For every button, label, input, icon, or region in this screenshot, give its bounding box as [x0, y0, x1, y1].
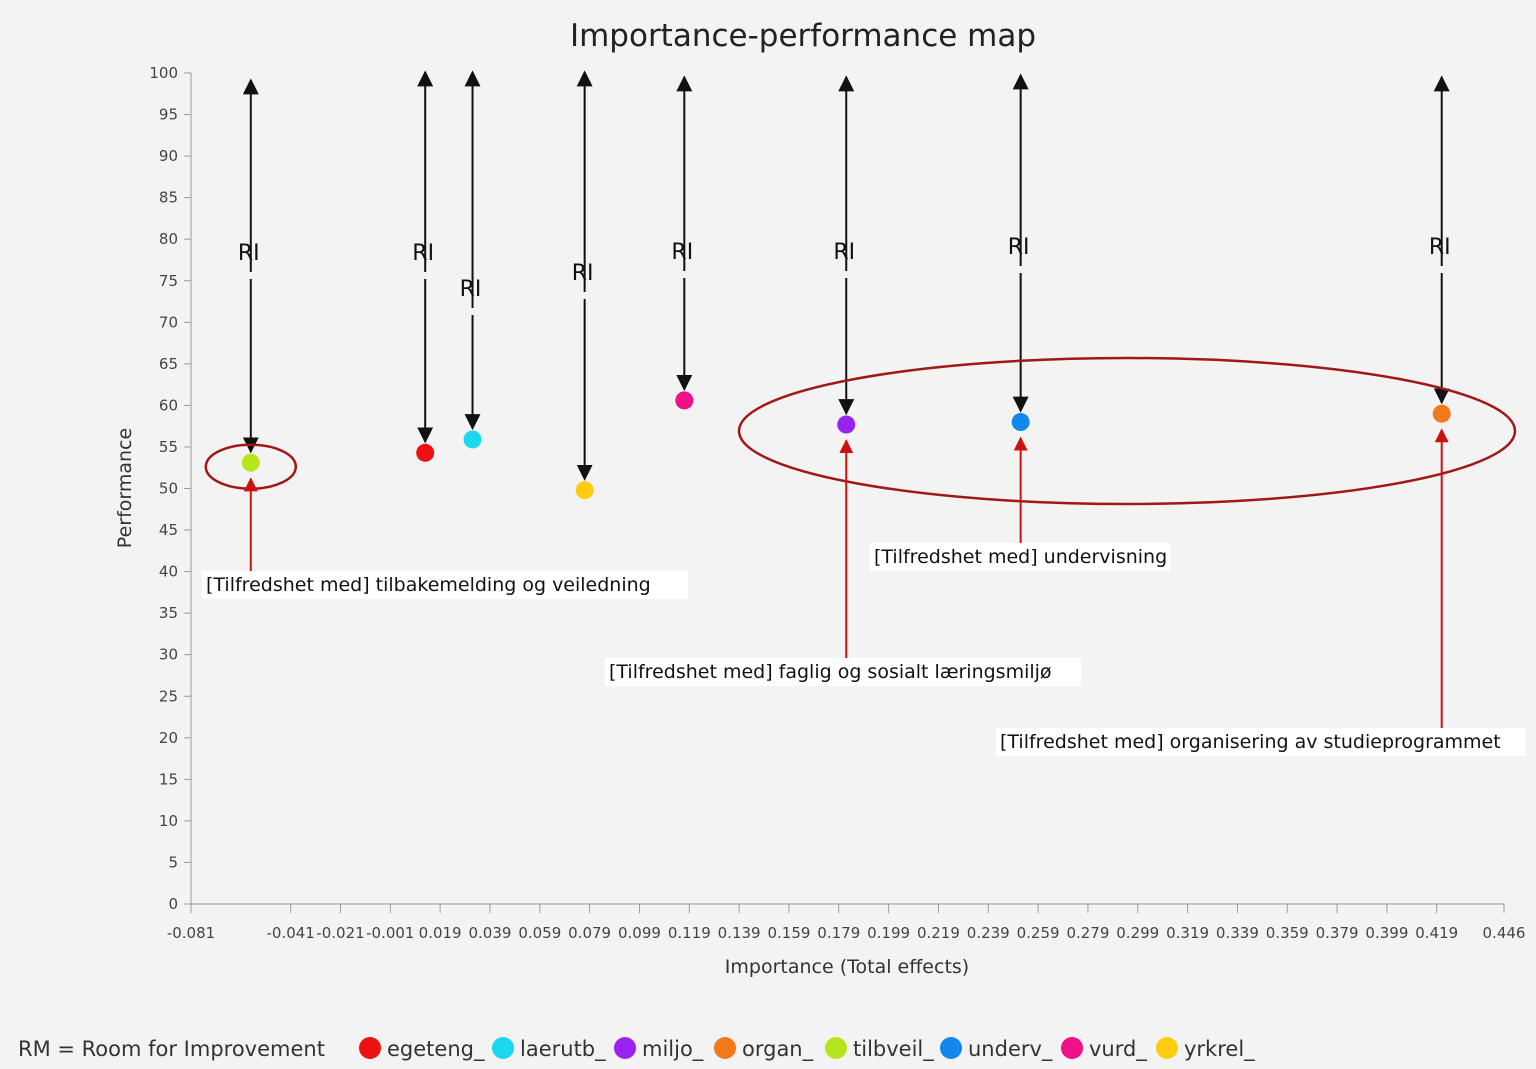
- x-axis-ticks: -0.081 -0.041-0.021-0.001 0.019 0.039 0.059 0…: [167, 904, 1526, 942]
- y-tick-label: 55: [159, 438, 178, 456]
- y-tick-label: 80: [159, 230, 178, 248]
- chart-title: Importance-performance map: [570, 18, 1036, 54]
- x-tick-label: 0.419: [1415, 924, 1458, 942]
- point-yrkrel: [575, 481, 594, 500]
- x-tick-label: 0.039: [468, 924, 511, 942]
- y-tick-label: 95: [159, 106, 178, 124]
- y-tick-label: 45: [159, 521, 178, 539]
- x-tick-label: 0.359: [1266, 924, 1309, 942]
- callout-box: [996, 728, 1526, 756]
- x-tick-label: -0.001: [366, 924, 414, 942]
- ri-label: RI: [1429, 235, 1451, 260]
- x-tick-label: 0.119: [668, 924, 711, 942]
- y-axis-ticks: 0 5 10 15 20 25 30 35 40 45 50 55 60 65 70 75 80 85 90 95 10…: [149, 64, 191, 913]
- point-underv: [1011, 413, 1030, 432]
- point-egeteng: [416, 443, 435, 462]
- y-tick-label: 30: [159, 646, 178, 664]
- callout-box: [870, 543, 1170, 571]
- callout-label: [Tilfredshet med] organisering av studie…: [1000, 731, 1501, 753]
- legend-swatch: [940, 1037, 962, 1059]
- legend-swatch: [1061, 1037, 1083, 1059]
- x-tick-label: 0.399: [1365, 924, 1408, 942]
- ri-label: RI: [833, 240, 855, 265]
- x-tick-label: 0.139: [718, 924, 761, 942]
- legend-swatch: [825, 1037, 847, 1059]
- x-tick-label: 0.179: [817, 924, 860, 942]
- legend-note: RM = Room for Improvement: [18, 1037, 325, 1061]
- y-tick-label: 20: [159, 729, 178, 747]
- legend-entry: vurd_: [1089, 1037, 1147, 1062]
- legend-swatch: [359, 1037, 381, 1059]
- ri-label: RI: [671, 240, 693, 265]
- point-tilbveil: [241, 453, 260, 472]
- point-miljo: [837, 415, 856, 434]
- legend-swatch: [1156, 1037, 1178, 1059]
- x-tick-label: 0.059: [518, 924, 561, 942]
- x-tick-label: -0.021: [316, 924, 364, 942]
- y-tick-label: 60: [159, 396, 178, 414]
- callout-label: [Tilfredshet med] tilbakemelding og veil…: [206, 574, 651, 596]
- ri-annotations: RI RI RI RI RI RI RI RI [Tilfredshet med] tilbak…: [202, 70, 1526, 756]
- ri-label: RI: [572, 261, 594, 286]
- x-tick-label: 0.259: [1017, 924, 1060, 942]
- x-tick-label: 0.379: [1316, 924, 1359, 942]
- x-tick-label: 0.099: [618, 924, 661, 942]
- legend: egeteng_ laerutb_ miljo_ organ_ tilbveil_ und…: [359, 1037, 1255, 1062]
- legend-swatch: [614, 1037, 636, 1059]
- x-tick-label: 0.299: [1116, 924, 1159, 942]
- y-tick-label: 90: [159, 147, 178, 165]
- callout-label: [Tilfredshet med] faglig og sosialt læri…: [609, 661, 1052, 683]
- x-tick-label: 0.019: [419, 924, 462, 942]
- x-tick-label: -0.081: [167, 924, 215, 942]
- x-tick-label: 0.446: [1483, 924, 1526, 942]
- point-vurd: [675, 391, 694, 410]
- y-tick-label: 10: [159, 812, 178, 830]
- x-tick-label: 0.239: [967, 924, 1010, 942]
- x-tick-label: -0.041: [266, 924, 314, 942]
- ri-label: RI: [412, 241, 434, 266]
- x-tick-label: 0.279: [1066, 924, 1109, 942]
- y-tick-label: 15: [159, 770, 178, 788]
- legend-swatch: [492, 1037, 514, 1059]
- y-tick-label: 5: [168, 853, 178, 871]
- x-axis-label: Importance (Total effects): [725, 956, 969, 978]
- legend-entry: underv_: [968, 1037, 1053, 1062]
- y-tick-label: 100: [149, 64, 178, 82]
- y-tick-label: 25: [159, 687, 178, 705]
- legend-entry: yrkrel_: [1184, 1037, 1255, 1062]
- y-tick-label: 0: [168, 895, 178, 913]
- legend-entry: egeteng_: [387, 1037, 485, 1062]
- x-tick-label: 0.079: [568, 924, 611, 942]
- y-tick-label: 50: [159, 480, 178, 498]
- data-points: [241, 391, 1451, 500]
- x-tick-label: 0.339: [1216, 924, 1259, 942]
- callout-label: [Tilfredshet med] undervisning: [874, 546, 1167, 568]
- legend-entry: laerutb_: [520, 1037, 606, 1062]
- highlight-ellipse-large: [737, 356, 1517, 506]
- y-tick-label: 70: [159, 313, 178, 331]
- ri-label: RI: [238, 241, 260, 266]
- y-axis-label: Performance: [114, 428, 136, 548]
- y-tick-label: 75: [159, 272, 178, 290]
- legend-entry: miljo_: [642, 1037, 704, 1062]
- callout-box: [605, 658, 1081, 686]
- y-tick-label: 65: [159, 355, 178, 373]
- point-laerutb: [463, 430, 482, 449]
- ri-label: RI: [1008, 235, 1030, 260]
- legend-entry: organ_: [742, 1037, 814, 1062]
- legend-entry: tilbveil_: [853, 1037, 934, 1062]
- x-tick-label: 0.199: [867, 924, 910, 942]
- point-organ: [1432, 404, 1451, 423]
- y-tick-label: 35: [159, 604, 178, 622]
- x-tick-label: 0.319: [1166, 924, 1209, 942]
- x-tick-label: 0.159: [767, 924, 810, 942]
- callout-box: [202, 571, 688, 599]
- ri-label: RI: [460, 277, 482, 302]
- x-tick-label: 0.219: [917, 924, 960, 942]
- y-tick-label: 85: [159, 189, 178, 207]
- legend-swatch: [714, 1037, 736, 1059]
- y-tick-label: 40: [159, 563, 178, 581]
